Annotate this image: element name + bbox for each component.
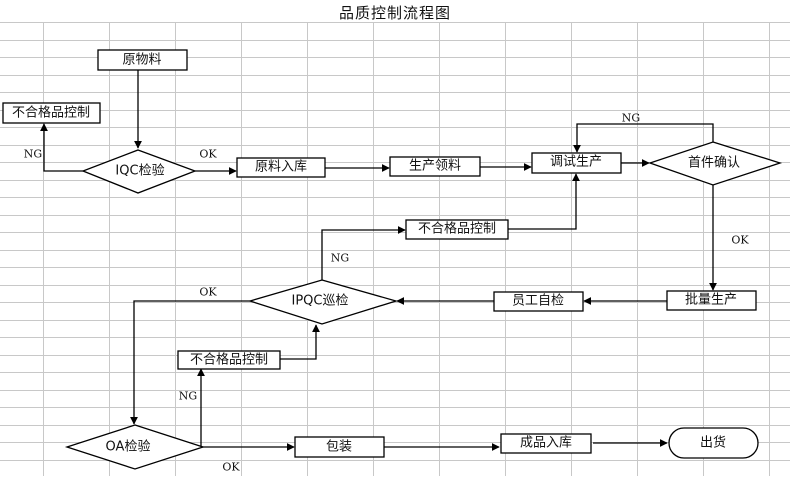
label-trial-production: 调试生产 [550, 155, 602, 170]
edge-label-oa-ok: OK [222, 461, 240, 474]
edge-nc-control-to-ipqc [280, 324, 320, 360]
label-oa: OA检验 [106, 439, 151, 455]
edge-first-article-ng-to-trial-production [573, 123, 714, 153]
node-packing [294, 436, 385, 458]
node-nc-control-top [2, 102, 101, 124]
label-material-pick: 生产领料 [409, 159, 461, 174]
label-raw-storage: 原料入库 [255, 159, 307, 175]
edge-label-oa-ng: NG [179, 390, 197, 403]
edge-nc-control-to-trial-production [508, 173, 580, 230]
label-fg-storage: 成品入库 [520, 435, 572, 451]
label-shipping: 出货 [700, 435, 726, 451]
label-nc-control-mid: 不合格品控制 [418, 221, 496, 237]
node-first-article [647, 141, 783, 186]
node-iqc [81, 149, 197, 194]
label-mass-production: 批量生产 [685, 293, 737, 308]
edge-ipqc-ok-to-oa [130, 300, 250, 425]
edge-label-iqc-ng: NG [24, 148, 42, 161]
node-raw-storage [236, 157, 326, 178]
node-ipqc [247, 279, 399, 325]
node-material-pick [389, 156, 481, 177]
node-mass-production [666, 290, 757, 311]
label-nc-control-top: 不合格品控制 [12, 105, 90, 121]
label-self-inspection: 员工自检 [512, 294, 564, 309]
label-packing: 包装 [326, 440, 352, 455]
edge-ipqc-ng-to-nc-control [321, 226, 406, 280]
edge-label-first-article-ok: OK [731, 234, 749, 247]
label-first-article: 首件确认 [688, 156, 740, 171]
diagram-title: 品质控制流程图 [338, 4, 451, 22]
edge-iqc-ng-to-nc-control [40, 123, 83, 172]
node-fg-storage [500, 433, 592, 454]
edge-label-iqc-ok: OK [199, 148, 217, 161]
node-self-inspection [493, 291, 584, 312]
node-nc-control-mid [405, 219, 509, 240]
node-nc-control-low [177, 350, 281, 370]
node-oa [64, 424, 206, 470]
label-raw-material: 原物料 [122, 53, 161, 68]
label-ipqc: IPQC巡检 [292, 294, 349, 309]
label-nc-control-low: 不合格品控制 [190, 352, 268, 368]
node-trial-production [531, 152, 622, 174]
edge-label-ipqc-ng: NG [331, 252, 349, 265]
node-shipping [668, 427, 759, 459]
node-raw-material [97, 49, 188, 71]
label-iqc: IQC检验 [115, 163, 164, 179]
edge-label-ipqc-ok: OK [199, 286, 217, 299]
edge-label-first-article-ng: NG [622, 112, 640, 125]
